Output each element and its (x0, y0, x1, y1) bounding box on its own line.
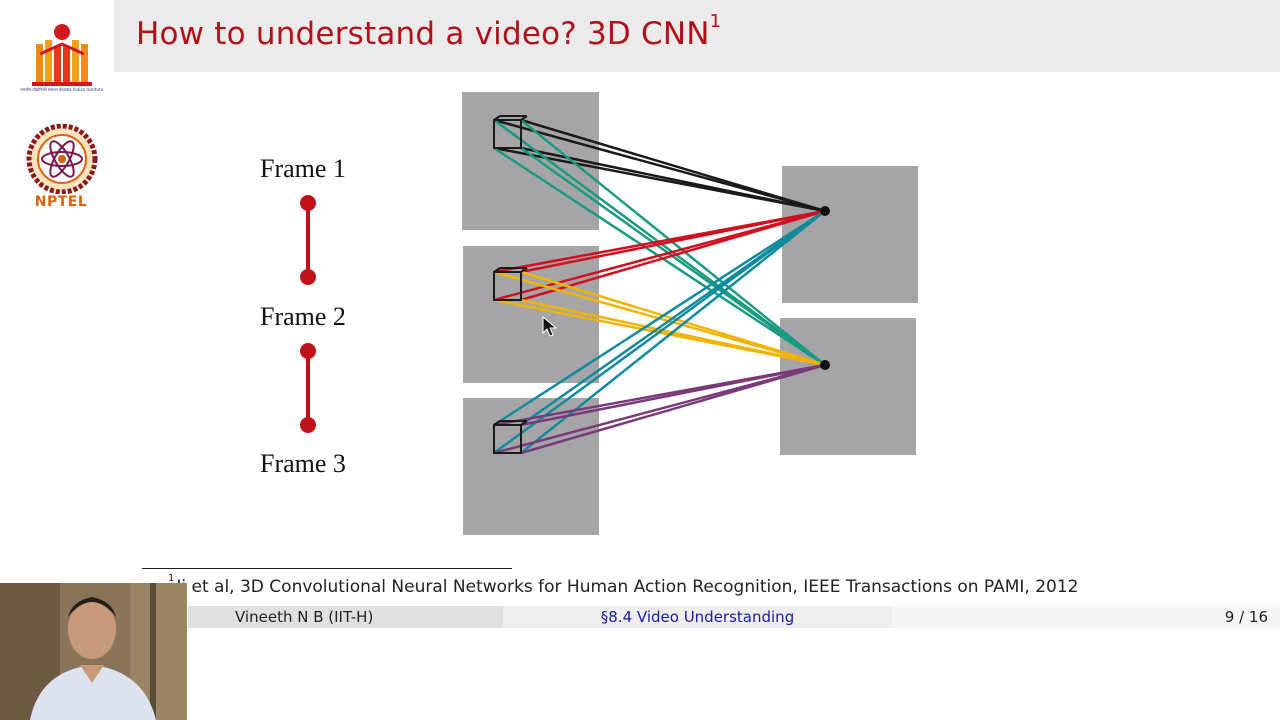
output-feature-box-2 (780, 318, 916, 455)
nptel-logo (26, 124, 98, 194)
output-node-2 (820, 360, 830, 370)
connections-frame3-output2 (493, 363, 826, 455)
3d-cnn-diagram: Frame 1 Frame 2 Frame 3 (260, 92, 918, 535)
output-feature-box-1 (782, 166, 918, 303)
title-bar (114, 0, 1280, 72)
kernel-cube-frame-2 (493, 267, 528, 301)
frame-3-label: Frame 3 (260, 449, 346, 478)
timeline-connector-1-2 (300, 195, 316, 285)
footer-page-bar: 9 / 16 (892, 606, 1280, 628)
kernel-cubes (493, 115, 528, 454)
footer-author-bar: Vineeth N B (IIT-H) (188, 606, 503, 628)
connections-frame2-output1 (493, 209, 826, 302)
connections-frame3-output1 (493, 209, 826, 455)
kernel-cube-frame-1 (493, 115, 528, 149)
slide-title: How to understand a video? 3D CNN1 (136, 10, 722, 52)
title-footnote-marker: 1 (709, 10, 722, 32)
timeline-connector-2-3 (300, 343, 316, 433)
footnote-marker: 1 (168, 573, 175, 585)
frame-2-label: Frame 2 (260, 302, 346, 331)
connections-frame1-output1 (493, 118, 826, 213)
kernel-connections (493, 118, 826, 455)
footer-page-number: 9 / 16 (1224, 608, 1268, 626)
footnote-text: Ji et al, 3D Convolutional Neural Networ… (176, 577, 1079, 597)
kernel-cube-frame-3 (493, 420, 528, 454)
footer-section[interactable]: §8.4 Video Understanding (600, 608, 795, 626)
footnote-rule (142, 568, 512, 569)
input-frame-box-2 (463, 246, 599, 383)
iit-hyderabad-logo (32, 24, 92, 86)
footer-author: Vineeth N B (IIT-H) (235, 608, 374, 626)
input-frame-box-1 (462, 92, 599, 230)
presenter-image (0, 583, 187, 720)
iit-logo-caption: भारतीय प्रौद्योगिकी संस्थान हैदराबाद Ind… (20, 87, 104, 92)
input-frame-box-3 (463, 398, 599, 535)
nptel-label: NPTEL (34, 194, 88, 210)
frame-1-label: Frame 1 (260, 154, 346, 183)
footer-section-bar[interactable]: §8.4 Video Understanding (503, 606, 892, 628)
output-node-1 (820, 206, 830, 216)
mouse-cursor-icon (542, 315, 558, 337)
presenter-webcam (0, 583, 187, 720)
